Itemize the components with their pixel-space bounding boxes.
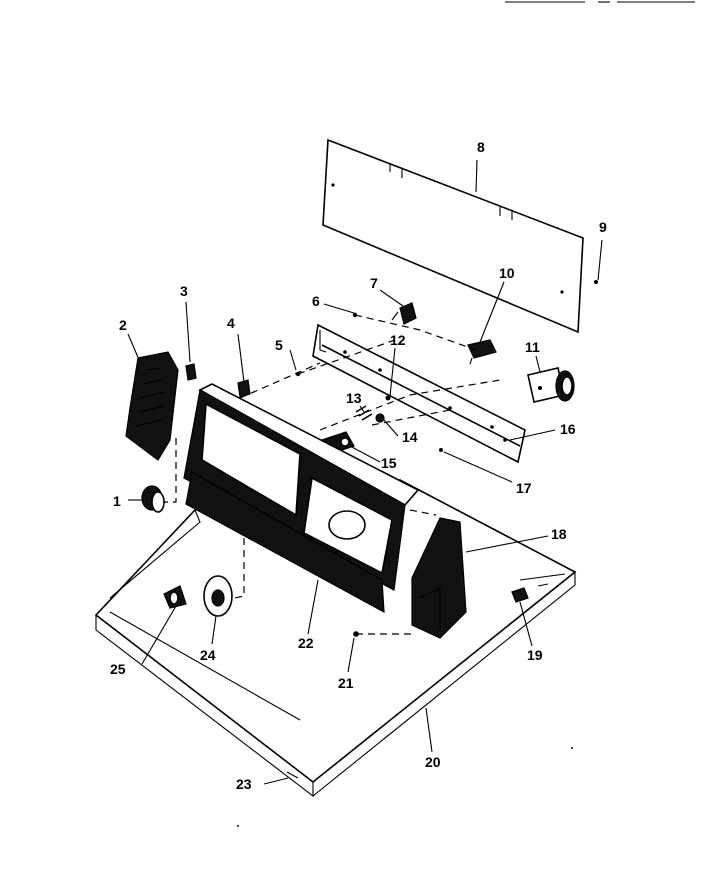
leader-lines <box>127 159 556 785</box>
callout-20: 20 <box>425 754 441 770</box>
callout-15: 15 <box>381 455 397 471</box>
alignment-lines <box>162 314 501 635</box>
callout-12: 12 <box>390 332 406 348</box>
callout-1: 1 <box>113 493 121 509</box>
right-end-cap-part-18 <box>411 517 467 639</box>
left-end-cap-part-2 <box>125 351 179 461</box>
foot-part-23 <box>286 771 299 779</box>
callout-25: 25 <box>110 661 126 677</box>
switch-part-10 <box>467 339 497 365</box>
lamp-socket-part-4 <box>237 379 251 398</box>
screw-part-12 <box>385 395 391 401</box>
callout-7: 7 <box>370 275 378 291</box>
callout-4: 4 <box>227 315 235 331</box>
callout-14: 14 <box>402 429 418 445</box>
screw-part-21 <box>353 631 359 637</box>
callout-9: 9 <box>599 219 607 235</box>
nut-part-14 <box>375 413 385 423</box>
callout-11: 11 <box>525 339 540 355</box>
dial-part-24 <box>203 575 233 617</box>
callout-6: 6 <box>312 293 320 309</box>
knob-part-1 <box>141 485 165 513</box>
rear-panel-part-8 <box>322 138 584 334</box>
callout-13: 13 <box>346 390 362 406</box>
callout-22: 22 <box>298 635 314 651</box>
knob-part-25 <box>163 585 187 609</box>
callout-10: 10 <box>499 265 515 281</box>
callout-21: 21 <box>338 675 354 691</box>
callout-23: 23 <box>236 776 252 792</box>
screw-part-9 <box>594 239 603 284</box>
timer-part-11 <box>527 367 575 403</box>
callout-8: 8 <box>477 139 485 155</box>
specks <box>237 747 573 827</box>
callout-24: 24 <box>200 647 216 663</box>
callout-16: 16 <box>560 421 576 437</box>
control-console-part-22 <box>183 383 420 614</box>
callout-19: 19 <box>527 647 543 663</box>
bracket-rail-part-16 <box>312 323 526 464</box>
callout-labels: 1 2 3 4 5 6 7 8 9 10 11 12 13 14 15 16 1… <box>110 139 607 792</box>
spring-part-13 <box>355 405 373 421</box>
callout-17: 17 <box>516 480 532 496</box>
callout-2: 2 <box>119 317 127 333</box>
callout-5: 5 <box>275 337 283 353</box>
lamp-socket-part-3 <box>185 363 197 381</box>
callout-18: 18 <box>551 526 567 542</box>
callout-3: 3 <box>180 283 188 299</box>
screw-part-17 <box>439 448 443 452</box>
clip-part-19 <box>511 587 529 603</box>
clip-part-7 <box>391 302 417 325</box>
